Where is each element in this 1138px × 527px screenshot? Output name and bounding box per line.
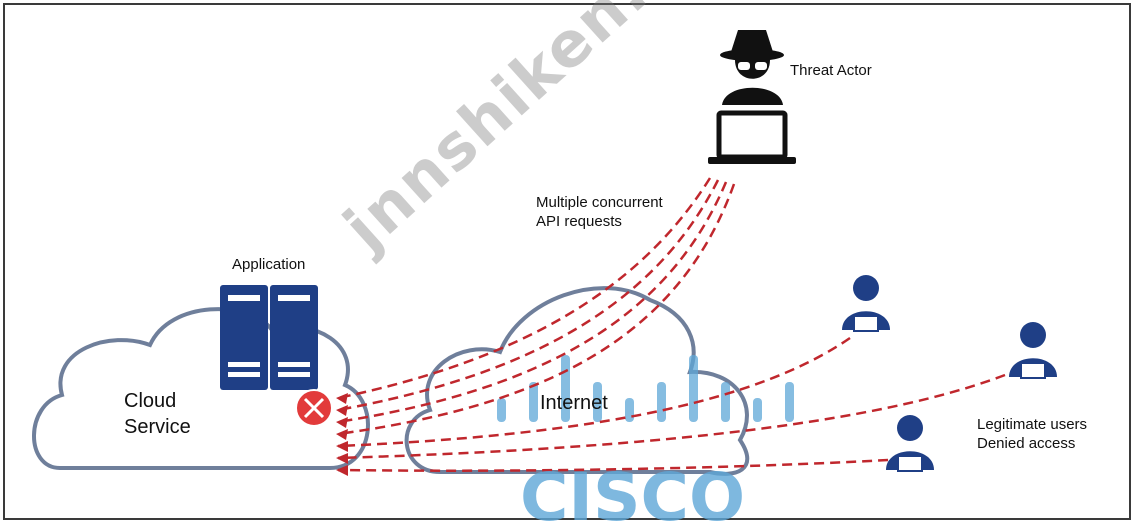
legitimate-users-label: Legitimate users Denied access <box>977 415 1087 453</box>
user-line-1 <box>337 336 851 448</box>
server-icon <box>220 285 318 390</box>
cloud-service-line1: Cloud <box>124 390 177 412</box>
users-line2: Denied access <box>977 435 1076 452</box>
cisco-logo-text: CISCO <box>520 459 745 527</box>
user-line-2 <box>337 373 1006 460</box>
attack-request-lines <box>337 177 1006 472</box>
attack-line-3 <box>337 181 728 424</box>
blocked-icon <box>295 389 333 427</box>
threat-actor-label: Threat Actor <box>790 62 872 79</box>
attack-line-4 <box>337 183 736 436</box>
cloud-service-label: Cloud Service <box>124 388 191 440</box>
cloud-service-line2: Service <box>124 416 191 438</box>
user-line-3 <box>337 458 889 472</box>
requests-label: Multiple concurrent API requests <box>536 193 663 231</box>
user-icon <box>886 415 934 472</box>
application-label: Application <box>232 256 306 273</box>
user-icon <box>842 275 890 332</box>
internet-label: Internet <box>540 392 608 414</box>
attack-line-2 <box>337 179 720 412</box>
requests-line2: API requests <box>536 213 622 230</box>
arrow-heads <box>336 393 348 476</box>
laptop-icon <box>708 110 796 164</box>
users-line1: Legitimate users <box>977 416 1088 433</box>
user-icon <box>1009 322 1057 379</box>
internet-cloud-shape <box>404 286 750 476</box>
attack-line-1 <box>337 177 712 400</box>
requests-line1: Multiple concurrent <box>536 194 663 211</box>
spy-icon <box>720 30 784 105</box>
